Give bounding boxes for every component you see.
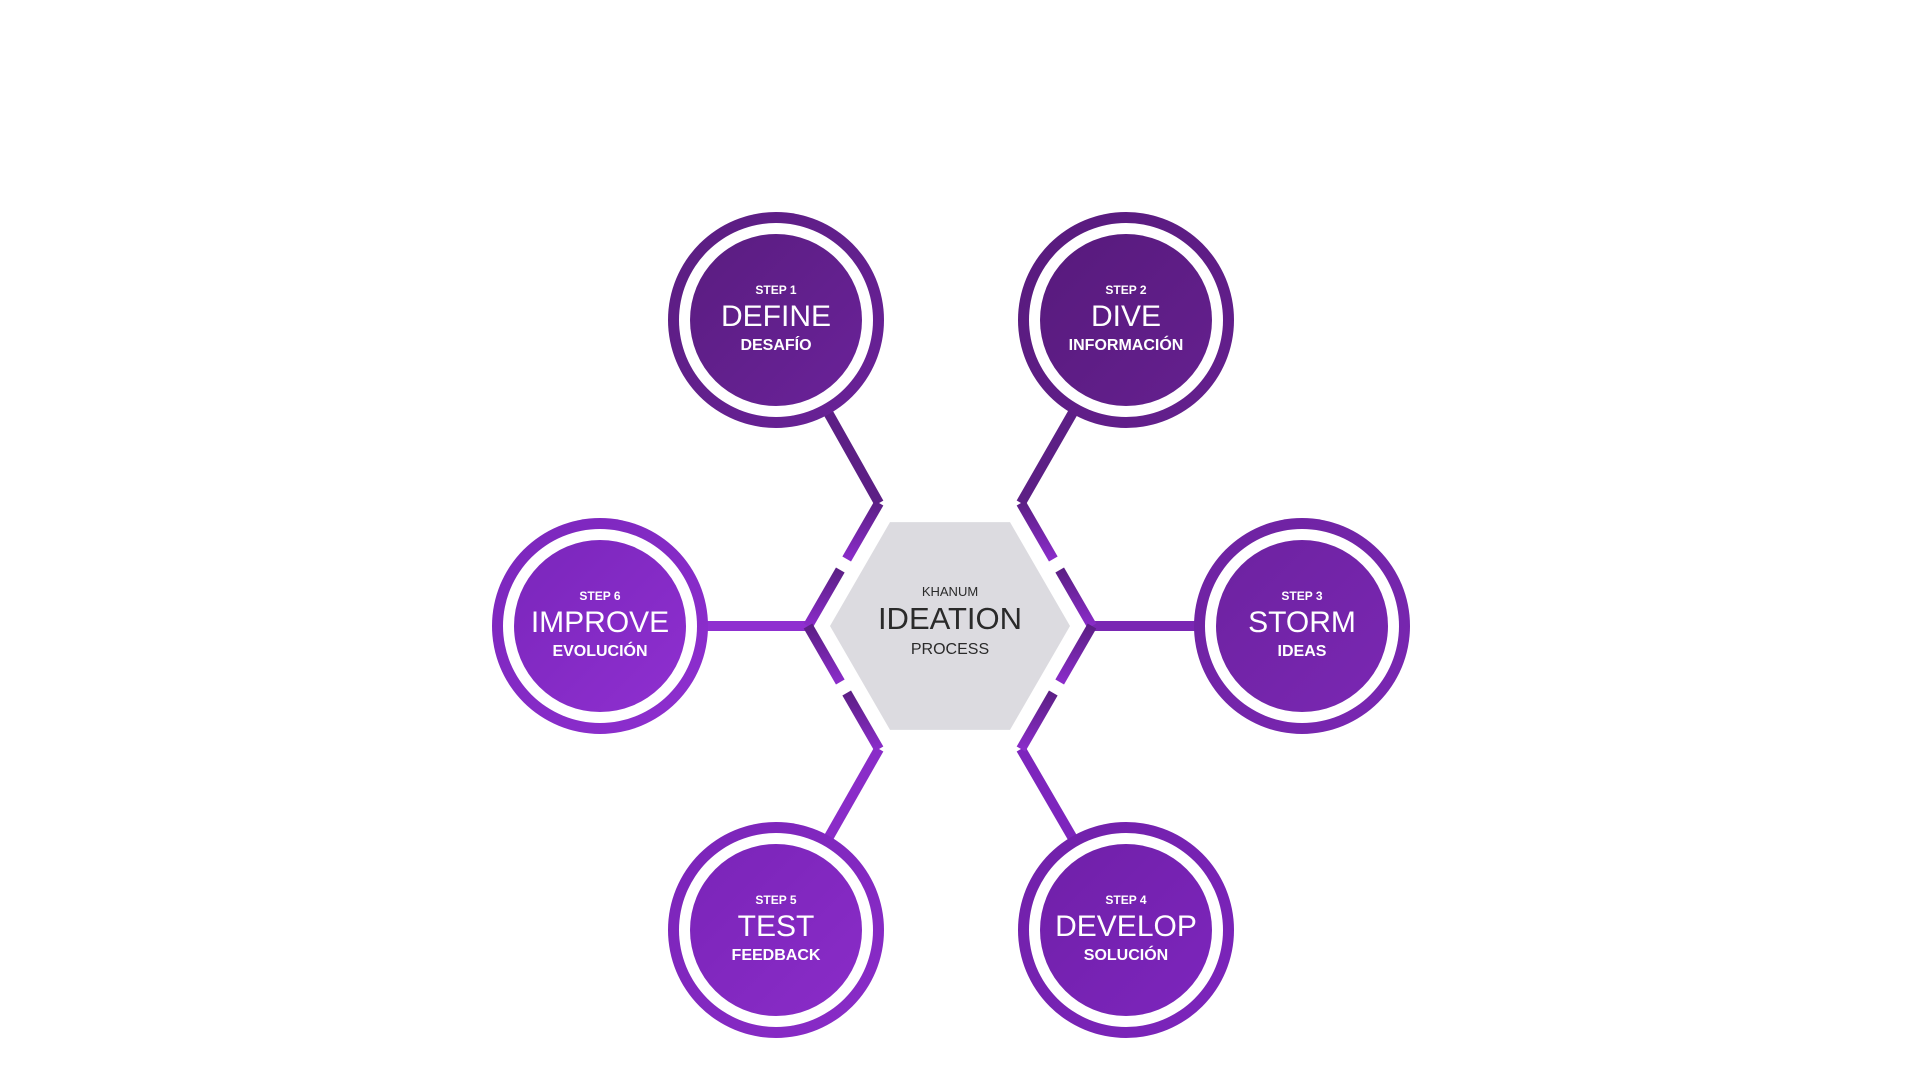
step-title: TEST xyxy=(738,910,815,943)
hexagon-frame-segment xyxy=(1016,500,1058,562)
hexagon-frame xyxy=(803,498,1097,754)
connector-step-4 xyxy=(1016,746,1079,843)
step-number: STEP 3 xyxy=(1281,589,1322,603)
hexagon-frame-segment xyxy=(803,567,845,629)
step-title: STORM xyxy=(1248,606,1356,639)
hexagon-frame-segment xyxy=(803,623,845,685)
center-hexagon: KHANUM IDEATION PROCESS xyxy=(803,498,1097,754)
step-subtitle: EVOLUCIÓN xyxy=(552,641,647,660)
step-number: STEP 6 xyxy=(579,589,620,603)
step-node-6[interactable]: STEP 6 IMPROVE EVOLUCIÓN xyxy=(492,518,708,734)
hexagon-frame-segment xyxy=(1016,690,1058,752)
step-title: DEFINE xyxy=(721,300,831,333)
step-subtitle: SOLUCIÓN xyxy=(1084,945,1168,964)
hexagon-frame-segment xyxy=(1055,567,1097,629)
step-number: STEP 4 xyxy=(1105,893,1146,907)
step-disc xyxy=(1040,844,1212,1016)
step-disc xyxy=(1040,234,1212,406)
step-subtitle: DESAFÍO xyxy=(740,335,811,354)
hexagon-frame-segment xyxy=(1055,623,1097,685)
step-node-5[interactable]: STEP 5 TEST FEEDBACK xyxy=(668,822,884,1038)
step-subtitle: IDEAS xyxy=(1278,643,1327,660)
step-disc xyxy=(514,540,686,712)
step-number: STEP 1 xyxy=(755,283,796,297)
center-title: IDEATION xyxy=(878,601,1022,636)
connector-step-5 xyxy=(823,746,884,843)
step-number: STEP 5 xyxy=(755,893,796,907)
connector-step-2 xyxy=(1016,407,1079,506)
step-disc xyxy=(1216,540,1388,712)
step-node-1[interactable]: STEP 1 DEFINE DESAFÍO xyxy=(668,212,884,428)
step-disc xyxy=(690,844,862,1016)
step-number: STEP 2 xyxy=(1105,283,1146,297)
hexagon-frame-segment xyxy=(842,500,884,562)
center-subtitle: PROCESS xyxy=(911,641,989,658)
step-disc xyxy=(690,234,862,406)
step-subtitle: INFORMACIÓN xyxy=(1069,335,1184,354)
connector-lines xyxy=(704,407,1198,843)
step-title: DEVELOP xyxy=(1055,910,1197,943)
hexagon-frame-segment xyxy=(842,690,884,752)
center-brand: KHANUM xyxy=(922,584,978,599)
step-title: DIVE xyxy=(1091,300,1161,333)
connector-step-1 xyxy=(822,408,884,506)
step-nodes: STEP 1 DEFINE DESAFÍO STEP 2 DIVE INFORMACIÓN… xyxy=(492,212,1410,1038)
step-node-4[interactable]: STEP 4 DEVELOP SOLUCIÓN xyxy=(1018,822,1234,1038)
hexagon-inner xyxy=(830,522,1070,730)
step-title: IMPROVE xyxy=(531,606,669,639)
step-subtitle: FEEDBACK xyxy=(732,947,821,964)
step-node-3[interactable]: STEP 3 STORM IDEAS xyxy=(1194,518,1410,734)
step-node-2[interactable]: STEP 2 DIVE INFORMACIÓN xyxy=(1018,212,1234,428)
